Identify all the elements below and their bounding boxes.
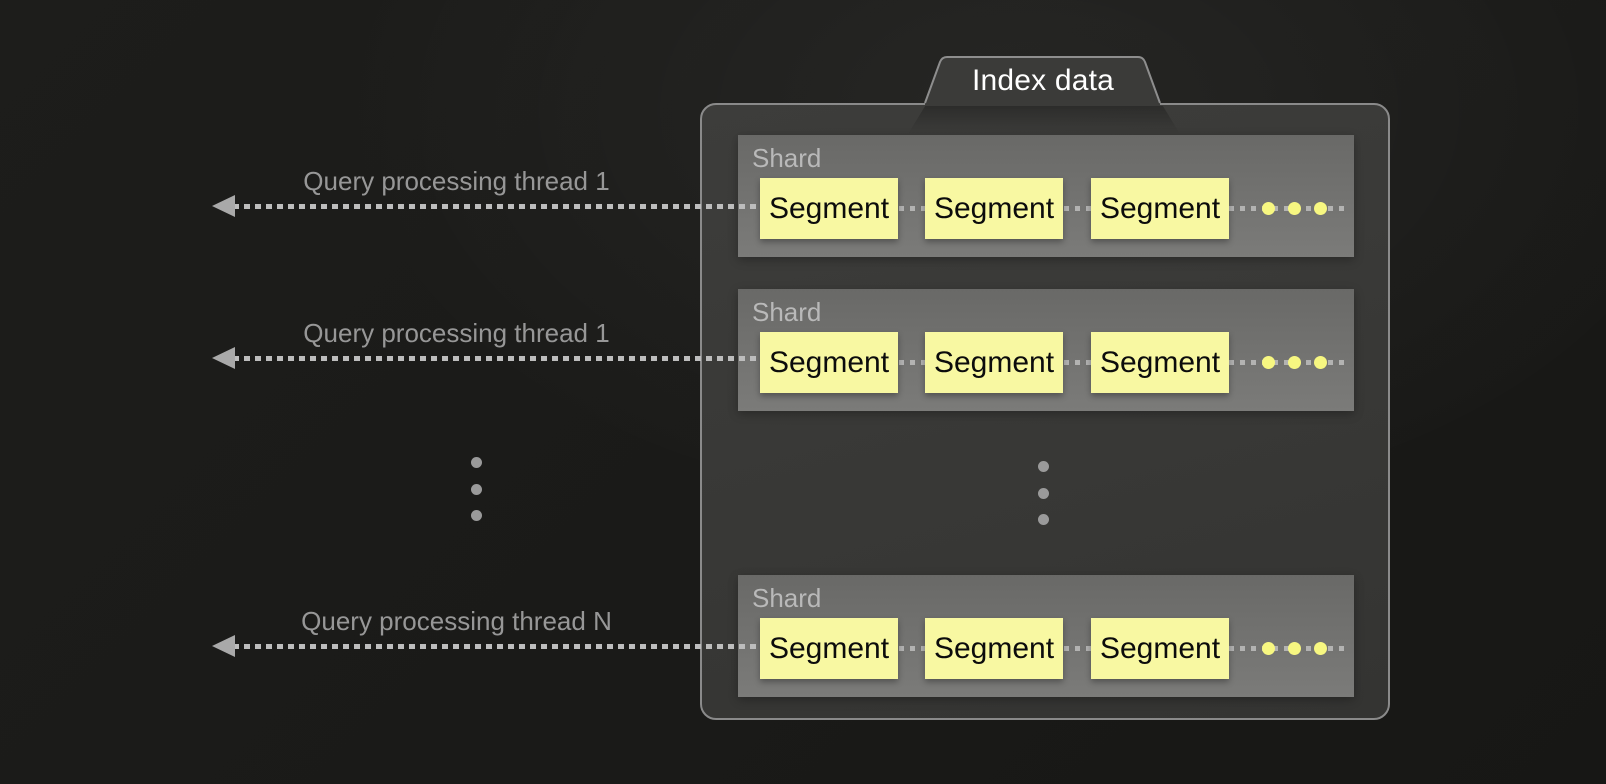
segment-box: Segment	[1091, 332, 1229, 393]
segment-ellipsis-dot	[1314, 356, 1327, 369]
shard-label: Shard	[752, 297, 822, 327]
shard-label: Shard	[752, 143, 822, 173]
segment-box: Segment	[760, 178, 898, 239]
segment-box: Segment	[760, 618, 898, 679]
segment-ellipsis-dot	[1288, 356, 1301, 369]
thread-ellipsis-dot	[471, 484, 482, 495]
query-thread-label: Query processing thread 1	[303, 166, 610, 196]
dotted-arrow-line	[233, 356, 758, 361]
segment-ellipsis-dot	[1314, 202, 1327, 215]
shard-ellipsis-dot	[1038, 461, 1049, 472]
segment-ellipsis-dot	[1314, 642, 1327, 655]
query-thread-label: Query processing thread N	[301, 606, 612, 636]
arrow-left-icon	[212, 347, 235, 369]
dotted-arrow-line	[233, 644, 758, 649]
shard-ellipsis-dot	[1038, 488, 1049, 499]
segment-box: Segment	[1091, 618, 1229, 679]
thread-ellipsis-dot	[471, 457, 482, 468]
segment-box: Segment	[760, 332, 898, 393]
index-data-tab-label: Index data	[971, 64, 1115, 97]
shard-ellipsis-dot	[1038, 514, 1049, 525]
segment-box: Segment	[925, 178, 1063, 239]
arrow-left-icon	[212, 195, 235, 217]
segment-box: Segment	[1091, 178, 1229, 239]
segment-ellipsis-dot	[1288, 642, 1301, 655]
shard-label: Shard	[752, 583, 822, 613]
segment-ellipsis-dot	[1262, 356, 1275, 369]
segment-ellipsis-dot	[1288, 202, 1301, 215]
shard-box: Shard Segment Segment Segment	[738, 575, 1354, 697]
segment-box: Segment	[925, 332, 1063, 393]
shard-box: Shard Segment Segment Segment	[738, 289, 1354, 411]
thread-ellipsis-dot	[471, 510, 482, 521]
dotted-arrow-line	[233, 204, 758, 209]
arrow-left-icon	[212, 635, 235, 657]
index-data-tab	[924, 56, 1161, 109]
segment-ellipsis-dot	[1262, 642, 1275, 655]
tab-fold-shadow	[908, 106, 1180, 134]
shard-box: Shard Segment Segment Segment	[738, 135, 1354, 257]
query-thread-label: Query processing thread 1	[303, 318, 610, 348]
segment-ellipsis-dot	[1262, 202, 1275, 215]
index-data-panel: Shard Segment Segment Segment Shard Segm…	[700, 103, 1390, 720]
segment-box: Segment	[925, 618, 1063, 679]
